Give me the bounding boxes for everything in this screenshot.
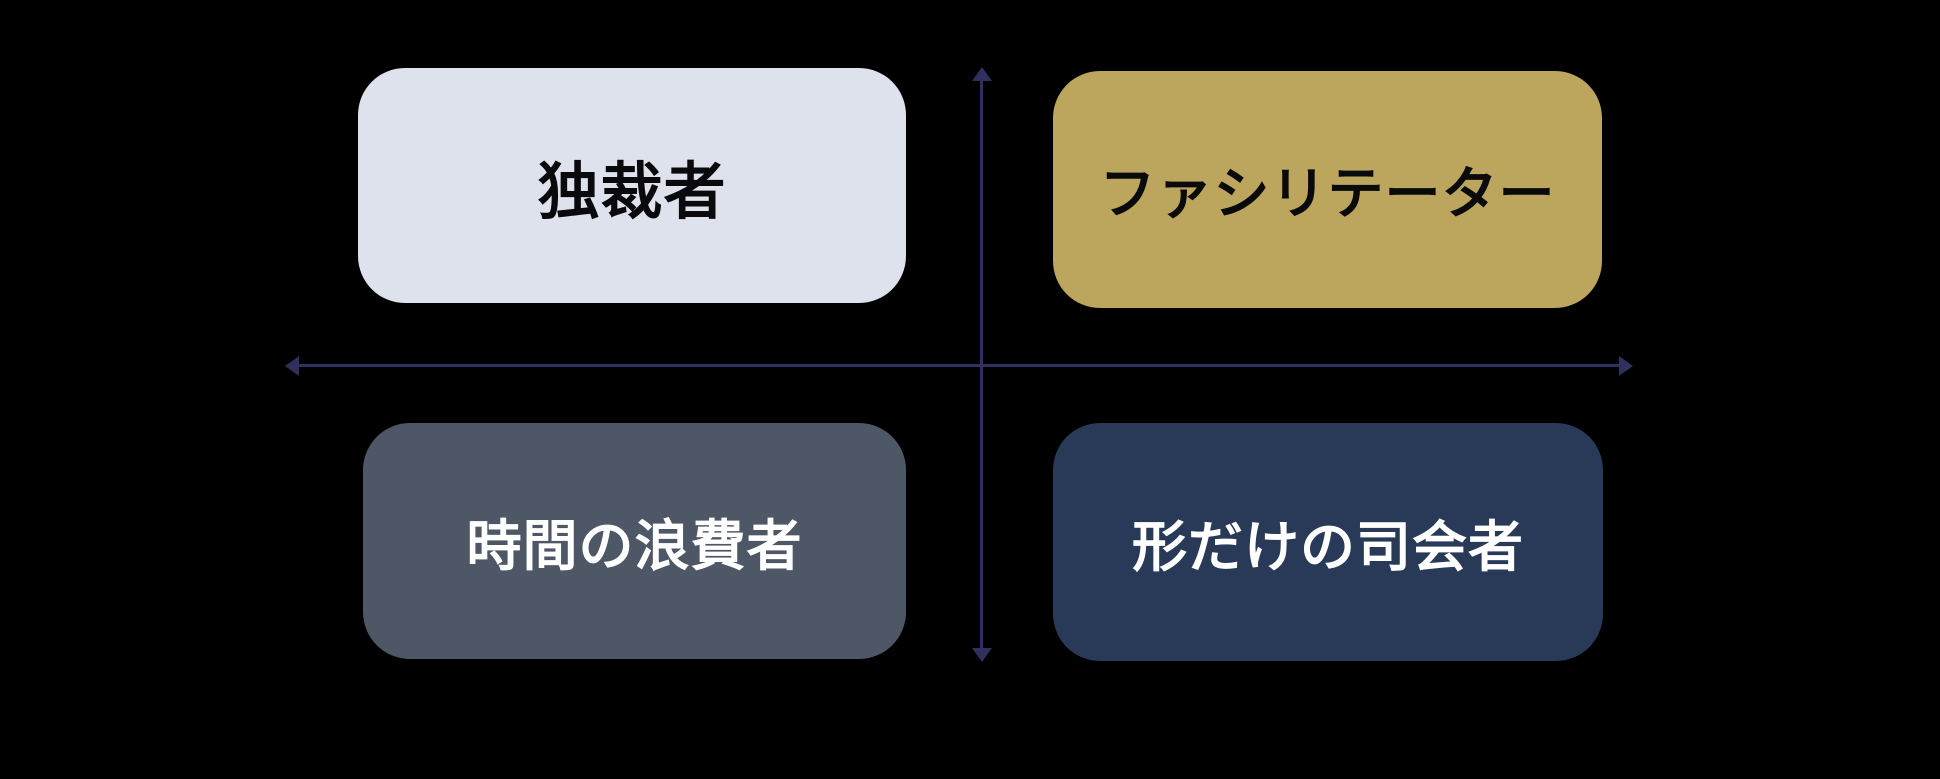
x-axis-line	[297, 364, 1621, 367]
quadrant-top-left: 独裁者	[358, 68, 906, 303]
x-axis-arrowhead-right-icon	[1619, 356, 1633, 376]
y-axis-arrowhead-down-icon	[972, 648, 992, 662]
quadrant-top-right: ファシリテーター	[1053, 71, 1602, 308]
quadrant-top-left-label: 独裁者	[537, 157, 727, 227]
quadrant-bottom-right: 形だけの司会者	[1053, 423, 1603, 661]
y-axis-arrowhead-up-icon	[972, 67, 992, 81]
quadrant-bottom-left: 時間の浪費者	[363, 423, 906, 659]
quadrant-top-right-label: ファシリテーター	[1099, 162, 1556, 225]
quadrant-bottom-left-label: 時間の浪費者	[466, 515, 803, 577]
x-axis-arrowhead-left-icon	[285, 356, 299, 376]
quadrant-bottom-right-label: 形だけの司会者	[1131, 516, 1524, 578]
